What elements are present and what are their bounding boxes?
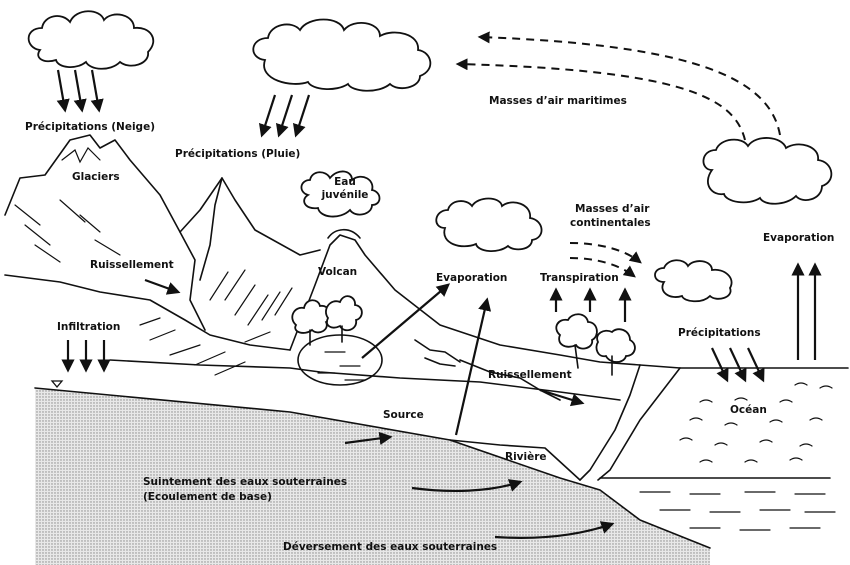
label-riviere: Rivière (505, 451, 547, 463)
glacier-cap (61, 147, 101, 164)
label-source: Source (383, 409, 424, 421)
groundwater-zone (35, 388, 710, 565)
label-precip-neige: Précipitations (Neige) (25, 121, 155, 133)
label-evaporation-ocean: Evaporation (763, 232, 834, 244)
label-ruissellement-mid: Ruissellement (488, 369, 572, 381)
coast-cliff (597, 367, 681, 481)
ocean-precip-arrows (711, 347, 765, 383)
groundwater-arrow-1 (411, 479, 523, 493)
water-table-line (34, 387, 711, 549)
label-glaciers: Glaciers (72, 171, 120, 183)
label-precipitations-ocean: Précipitations (678, 327, 761, 339)
glacier-mountain (4, 134, 321, 256)
label-transpiration: Transpiration (540, 272, 619, 284)
source-arrow (344, 431, 393, 445)
ground-contour-1 (109, 359, 621, 401)
cloud-small (654, 259, 733, 303)
river-evap-arrow (454, 297, 492, 436)
volcano (289, 234, 681, 369)
cloud-continental (435, 197, 543, 252)
cloud-snow (27, 10, 155, 70)
water-table-marker (50, 380, 64, 389)
lake-evap-arrow (361, 283, 451, 359)
label-juvenile: juvénile (321, 189, 369, 201)
deep-water-lines (639, 491, 836, 531)
ground-contour-2 (459, 359, 561, 401)
label-ocean: Océan (730, 404, 767, 416)
mountain-ridge (179, 231, 206, 331)
label-infiltration: Infiltration (57, 321, 120, 333)
cloud-ocean (702, 137, 833, 205)
rain-arrows (258, 94, 311, 138)
continental-air-arrow-2 (569, 257, 636, 278)
groundwater-arrow-2 (494, 521, 615, 539)
riverbed (449, 439, 581, 481)
label-evaporation-lake: Evaporation (436, 272, 507, 284)
runoff-arrow-left (144, 278, 181, 295)
ocean-waves (679, 382, 833, 463)
river-bank (414, 339, 461, 363)
juvenile-cloud (300, 170, 381, 218)
volcano-crater (327, 228, 361, 239)
label-deversement: Déversement des eaux souterraines (283, 541, 497, 553)
snow-arrows (56, 69, 104, 113)
mountain-ridge-2 (199, 177, 223, 281)
forest-trees (555, 313, 636, 376)
label-ruissellement-left: Ruissellement (90, 259, 174, 271)
lake-trees (291, 295, 363, 346)
label-masses-continentales-2: continentales (570, 217, 651, 229)
label-eau: Eau (334, 176, 356, 188)
label-suintement-2: (Ecoulement de base) (143, 491, 272, 503)
maritime-air-arrow-2 (455, 58, 746, 141)
label-precip-pluie: Précipitations (Pluie) (175, 148, 300, 160)
slope-right (579, 364, 641, 481)
infiltration-arrows (61, 340, 111, 373)
runoff-arrow-mid (539, 388, 585, 407)
continental-air-arrow-1 (569, 242, 642, 264)
maritime-air-arrow-1 (477, 31, 781, 136)
river-bank-2 (424, 357, 456, 367)
transpiration-arrows (549, 287, 632, 322)
label-suintement-1: Suintement des eaux souterraines (143, 476, 347, 488)
cloud-rain (252, 18, 432, 92)
mountain-front (4, 274, 291, 351)
slope-hatching (14, 199, 293, 376)
label-volcan: Volcan (318, 266, 357, 278)
label-masses-continentales-1: Masses d’air (575, 203, 650, 215)
label-masses-maritimes: Masses d’air maritimes (489, 95, 627, 107)
